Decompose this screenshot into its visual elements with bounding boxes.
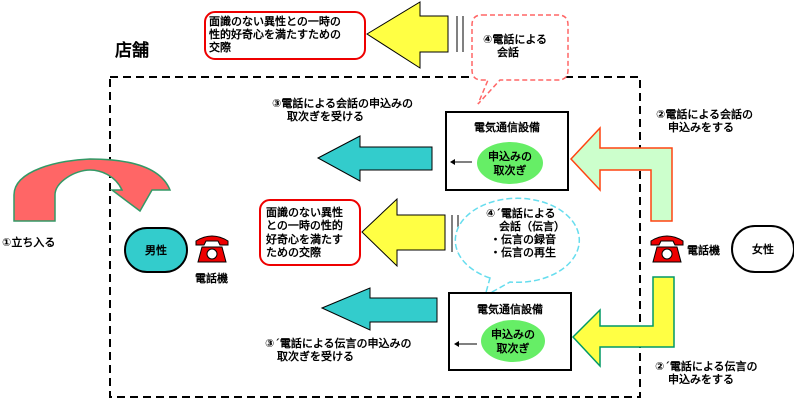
purpose-text: 好奇心を満たす	[265, 232, 343, 246]
bubble-text: 会話（伝言）	[499, 219, 565, 233]
store-boundary	[109, 76, 641, 398]
purpose-box-bottom	[259, 199, 361, 266]
step2-text: 申込みをする	[668, 120, 734, 134]
step2b-text: 申込みをする	[668, 372, 734, 386]
step3-text: 取次ぎを受ける	[287, 109, 364, 123]
purpose-text: 面識のない異性との一時の	[209, 14, 341, 28]
store-label: 店舗	[115, 40, 149, 61]
purpose-text: 性的好奇心を満たすための	[209, 27, 341, 41]
step1-label: ①立ち入る	[2, 235, 55, 249]
bubble-text: ④電話による	[483, 32, 547, 46]
purpose-text: ための交際	[266, 245, 322, 259]
relay-arrow-top	[316, 135, 433, 182]
relay-node	[481, 320, 545, 362]
man-node	[124, 227, 188, 273]
small-arrowhead	[454, 341, 459, 347]
relay-text: 申込みの	[491, 327, 535, 341]
man-label: 男性	[145, 243, 167, 257]
relay-node	[477, 142, 543, 184]
message-bubble	[454, 197, 581, 298]
purpose-text: 面識のない異性	[266, 205, 343, 219]
facility-title: 電気通信設備	[474, 120, 540, 134]
bubble-text: ・伝言の録音	[490, 232, 556, 246]
step3b-text: 取次ぎを受ける	[277, 349, 354, 363]
result-arrow-bottom	[361, 197, 446, 268]
enter-arrow	[13, 158, 172, 222]
bubble-text: 会話	[497, 45, 519, 59]
relay-arrow-bottom	[320, 287, 438, 331]
relay-text: 取次ぎ	[494, 163, 527, 177]
step2-text: ②電話による会話の	[656, 107, 753, 121]
woman-phone-label: 電話機	[687, 243, 720, 257]
purpose-text: 交際	[209, 40, 232, 54]
man-phone-label: 電話機	[195, 271, 228, 285]
step2b-text: ②´電話による伝言の	[655, 359, 757, 373]
woman-node	[731, 225, 794, 273]
telephone-icon	[195, 235, 229, 263]
facility-title: 電気通信設備	[477, 302, 543, 316]
conversation-bubble	[471, 14, 569, 105]
step3b-text: ③´電話による伝言の申込みの	[265, 336, 411, 350]
relay-text: 取次ぎ	[497, 341, 530, 355]
conversation-request-arrow	[569, 126, 673, 222]
telephone-icon	[650, 235, 684, 263]
message-request-arrow	[571, 276, 675, 368]
woman-label: 女性	[752, 242, 774, 256]
step3-text: ③電話による会話の申込みの	[272, 96, 413, 110]
small-arrowhead	[450, 159, 455, 165]
bubble-text: ・伝言の再生	[490, 245, 556, 259]
purpose-text: との一時の性的	[266, 218, 343, 232]
result-arrow-top	[366, 1, 449, 69]
bubble-text: ④´電話による	[486, 206, 555, 220]
relay-text: 申込みの	[488, 149, 532, 163]
purpose-box-top	[204, 11, 366, 60]
